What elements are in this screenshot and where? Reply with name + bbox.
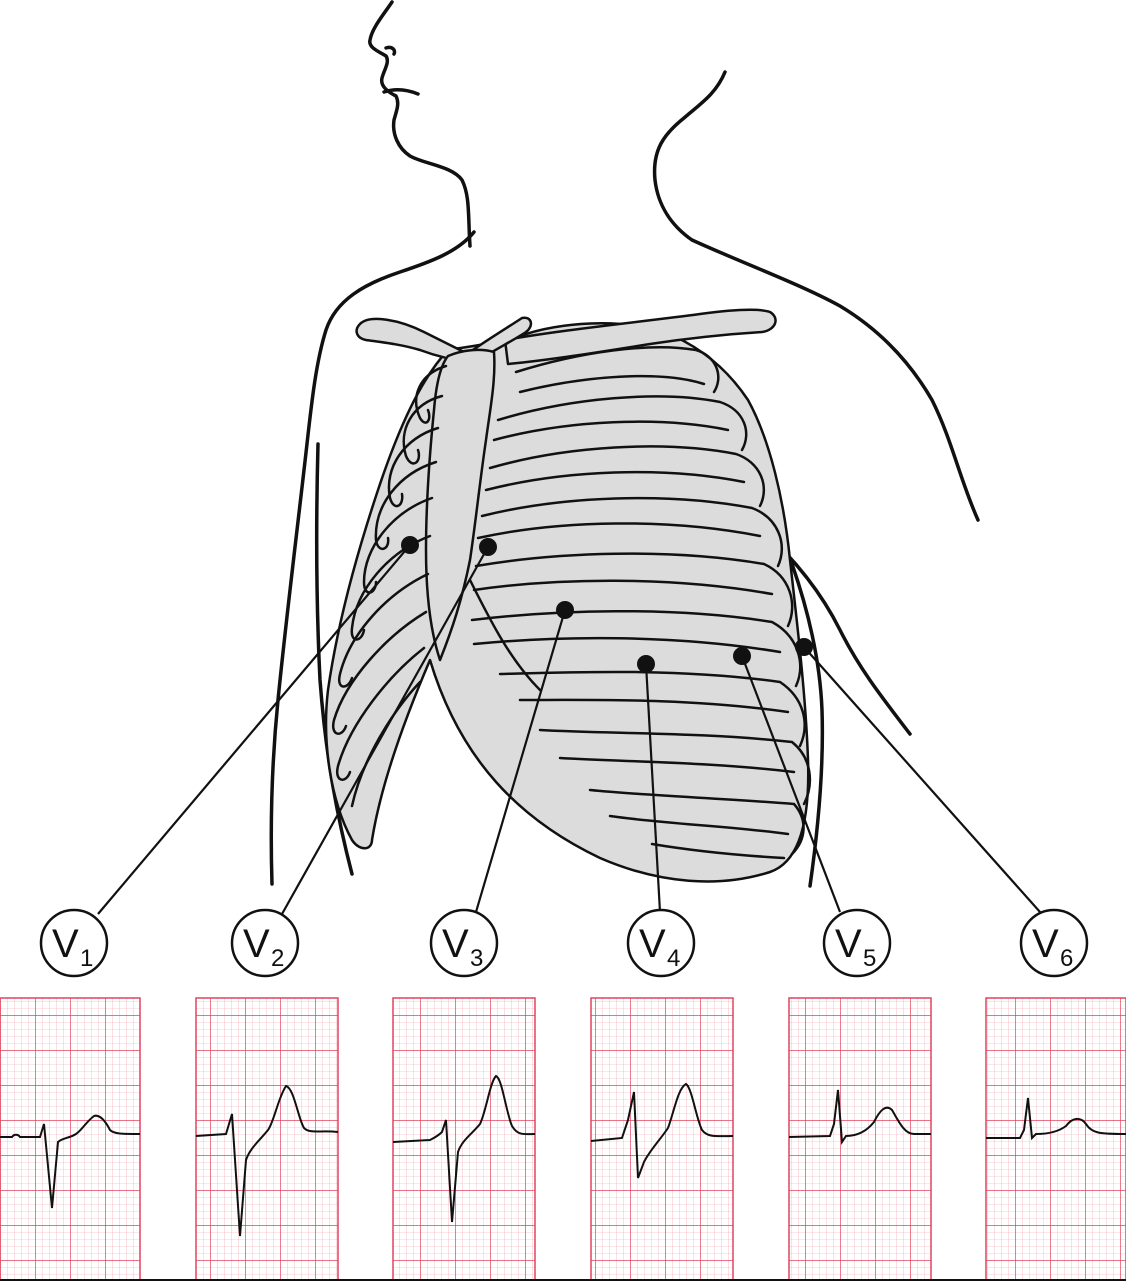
lead-label-v3: V 3 <box>429 908 499 978</box>
rib <box>335 646 426 781</box>
lead-label-letter: V <box>835 922 862 966</box>
ecg-strip-v6 <box>985 997 1126 1281</box>
rib <box>331 610 428 735</box>
lead-label-v2: V 2 <box>230 908 300 978</box>
rib <box>374 460 438 550</box>
lead-label-number: 3 <box>470 945 483 972</box>
rib <box>350 680 422 808</box>
ecg-strip-v1 <box>0 997 141 1281</box>
costal-cartilage <box>468 578 542 692</box>
electrode-v6 <box>795 638 813 656</box>
lead-label-number: 6 <box>1060 945 1073 972</box>
lead-labels: V 1 V 2 V 3 V 4 V 5 V 6 <box>39 908 1089 978</box>
ribs-patient-right <box>331 364 448 808</box>
lead-label-letter: V <box>1032 922 1059 966</box>
rib <box>362 496 434 594</box>
ribs-patient-left <box>468 346 812 860</box>
lead-wires <box>97 544 1041 915</box>
electrode-v4 <box>637 655 655 673</box>
lead-wire-v5 <box>740 655 842 913</box>
rib <box>492 395 748 452</box>
lead-label-number: 2 <box>271 945 284 972</box>
ecg-trace-v4 <box>590 1082 734 1179</box>
rib <box>350 534 432 641</box>
lead-label-number: 1 <box>80 945 93 972</box>
electrode-v3 <box>556 601 574 619</box>
shoulder-left <box>269 230 476 886</box>
rib <box>402 394 444 465</box>
ecg-strip-v4 <box>590 997 734 1281</box>
rib <box>476 496 783 568</box>
rib <box>650 842 786 860</box>
electrode-v1 <box>401 536 419 554</box>
rib-cage <box>324 308 810 883</box>
lead-wire-v4 <box>644 663 662 913</box>
ecg-trace-v5 <box>788 1089 931 1145</box>
lead-wire-v6 <box>803 646 1041 913</box>
neck-right <box>652 70 727 242</box>
body-outline <box>269 0 980 888</box>
rib <box>498 670 806 748</box>
arm-inner-right-b <box>790 562 825 888</box>
electrodes <box>401 536 813 673</box>
electrode-v2 <box>479 538 497 556</box>
ecg-trace-v1 <box>0 1114 141 1209</box>
shoulder-right <box>690 238 980 522</box>
lead-wire-v1 <box>97 544 411 915</box>
lead-label-v6: V 6 <box>1019 908 1089 978</box>
rib <box>337 572 430 688</box>
arm-inner-left <box>314 442 354 876</box>
rib <box>588 788 805 856</box>
nostril <box>384 45 397 56</box>
face-profile <box>368 0 472 248</box>
lead-label-number: 5 <box>863 945 876 972</box>
ecg-strips <box>0 997 1126 1281</box>
lead-label-letter: V <box>639 922 666 966</box>
lead-label-number: 4 <box>667 945 680 972</box>
lead-wire-v3 <box>474 609 567 913</box>
rib <box>472 552 794 628</box>
rib <box>514 346 720 394</box>
shoulder-process <box>468 316 533 360</box>
lead-label-v5: V 5 <box>822 908 892 978</box>
rib <box>538 728 812 806</box>
lead-label-letter: V <box>243 922 270 966</box>
lead-wire-v2 <box>281 546 489 915</box>
rib <box>484 445 766 508</box>
ecg-trace-v6 <box>986 1097 1126 1141</box>
ecg-strip-v5 <box>788 997 932 1281</box>
lead-label-v4: V 4 <box>626 908 696 978</box>
lead-label-letter: V <box>442 922 469 966</box>
ecg-trace-v3 <box>392 1074 536 1223</box>
ecg-strip-v3 <box>392 997 536 1281</box>
rib <box>470 610 802 688</box>
ecg-trace-v2 <box>195 1084 339 1237</box>
electrode-v5 <box>733 647 751 665</box>
lead-label-v1: V 1 <box>39 908 109 978</box>
ecg-strip-v2 <box>195 997 339 1281</box>
mouth-line <box>382 88 420 96</box>
sternum <box>424 348 496 662</box>
lead-label-letter: V <box>52 922 79 966</box>
rib <box>415 364 448 424</box>
